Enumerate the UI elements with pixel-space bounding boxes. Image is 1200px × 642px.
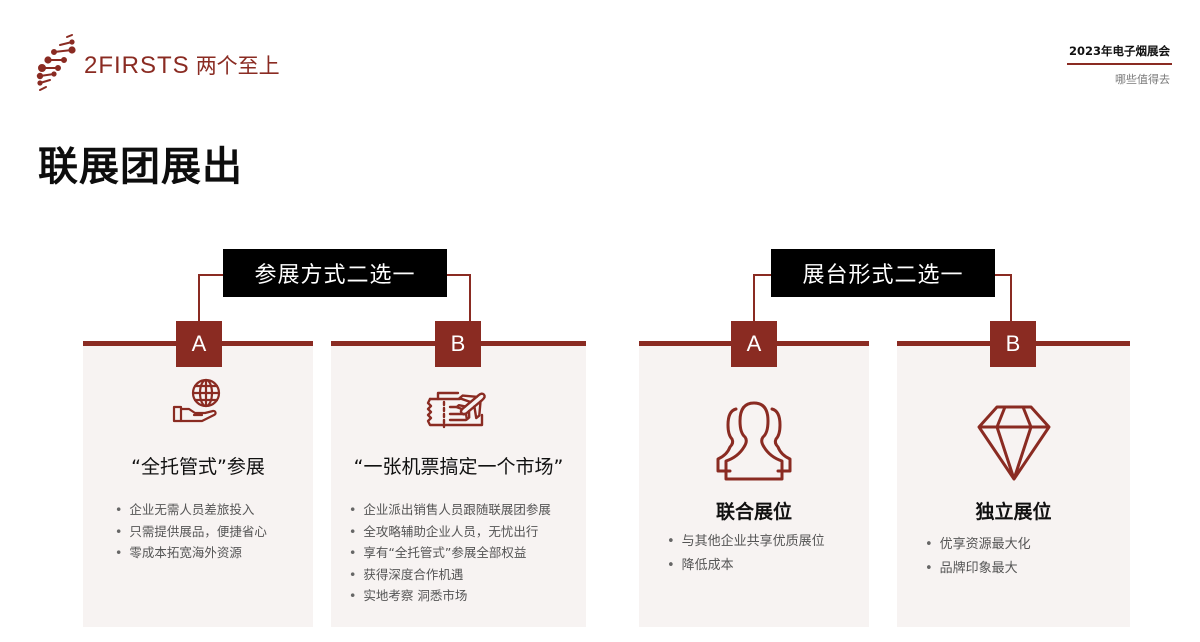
bullet-item: 只需提供展品，便捷省心: [115, 521, 267, 543]
header-tag-title: 2023年电子烟展会: [1066, 43, 1172, 65]
globe-in-hand-icon: [83, 377, 313, 433]
logo-mark-icon: [36, 34, 76, 91]
bullet-item: 享有“全托管式”参展全部权益: [349, 542, 551, 564]
page-title: 联展团展出: [38, 144, 243, 190]
option-badge: A: [731, 321, 777, 367]
bullet-item: 获得深度合作机遇: [349, 564, 551, 586]
plane-ticket-icon: [331, 385, 586, 435]
option-title: 联合展位: [715, 501, 792, 523]
option-title: “全托管式”参展: [131, 456, 265, 478]
option-bullet-list: 与其他企业共享优质展位 降低成本: [667, 530, 825, 578]
header-tag: 2023年电子烟展会 哪些值得去: [1066, 40, 1172, 87]
option-bullet-list: 企业无需人员差旅投入 只需提供展品，便捷省心 零成本拓宽海外资源: [115, 499, 267, 564]
connector-right: [993, 274, 1012, 322]
bullet-item: 企业无需人员差旅投入: [115, 499, 267, 521]
option-bullet-list: 企业派出销售人员跟随联展团参展 全攻略辅助企业人员，无忧出行 享有“全托管式”参…: [349, 499, 551, 607]
bullet-item: 降低成本: [667, 554, 825, 578]
option-card-full-managed: A “全托管式”参展 企业无需人员差旅投入 只需提供展品，便捷省心 零成本拓宽海…: [83, 321, 313, 627]
connector-left: [198, 274, 224, 322]
connector-right: [446, 274, 471, 322]
option-title: 独立展位: [975, 501, 1052, 523]
group-label: 展台形式二选一: [771, 249, 995, 297]
option-card-one-ticket: B “一张机票搞定一个市场” 企业派出销售人员跟随: [331, 321, 586, 627]
people-group-icon: [639, 401, 869, 485]
bullet-item: 零成本拓宽海外资源: [115, 542, 267, 564]
bullet-item: 优享资源最大化: [925, 533, 1031, 557]
header-tag-subtitle: 哪些值得去: [1115, 73, 1170, 86]
bullet-item: 与其他企业共享优质展位: [667, 530, 825, 554]
option-bullet-list: 优享资源最大化 品牌印象最大: [925, 533, 1031, 581]
bullet-item: 全攻略辅助企业人员，无忧出行: [349, 521, 551, 543]
option-card-shared-booth: A 联合展位 与其他企业共享优质展位 降低成本: [639, 321, 869, 627]
option-badge: B: [990, 321, 1036, 367]
bullet-item: 企业派出销售人员跟随联展团参展: [349, 499, 551, 521]
brand-name-en: 2FIRSTS: [84, 52, 190, 79]
option-card-independent-booth: B 独立展位 优享资源最大化 品牌印象最大: [897, 321, 1130, 627]
option-badge: A: [176, 321, 222, 367]
bullet-item: 实地考察 洞悉市场: [349, 585, 551, 607]
option-title: “一张机票搞定一个市场”: [353, 456, 564, 478]
option-badge: B: [435, 321, 481, 367]
connector-left: [753, 274, 772, 322]
diamond-icon: [897, 403, 1130, 483]
group-label: 参展方式二选一: [223, 249, 447, 297]
bullet-item: 品牌印象最大: [925, 557, 1031, 581]
brand-name-cn: 两个至上: [195, 55, 280, 78]
